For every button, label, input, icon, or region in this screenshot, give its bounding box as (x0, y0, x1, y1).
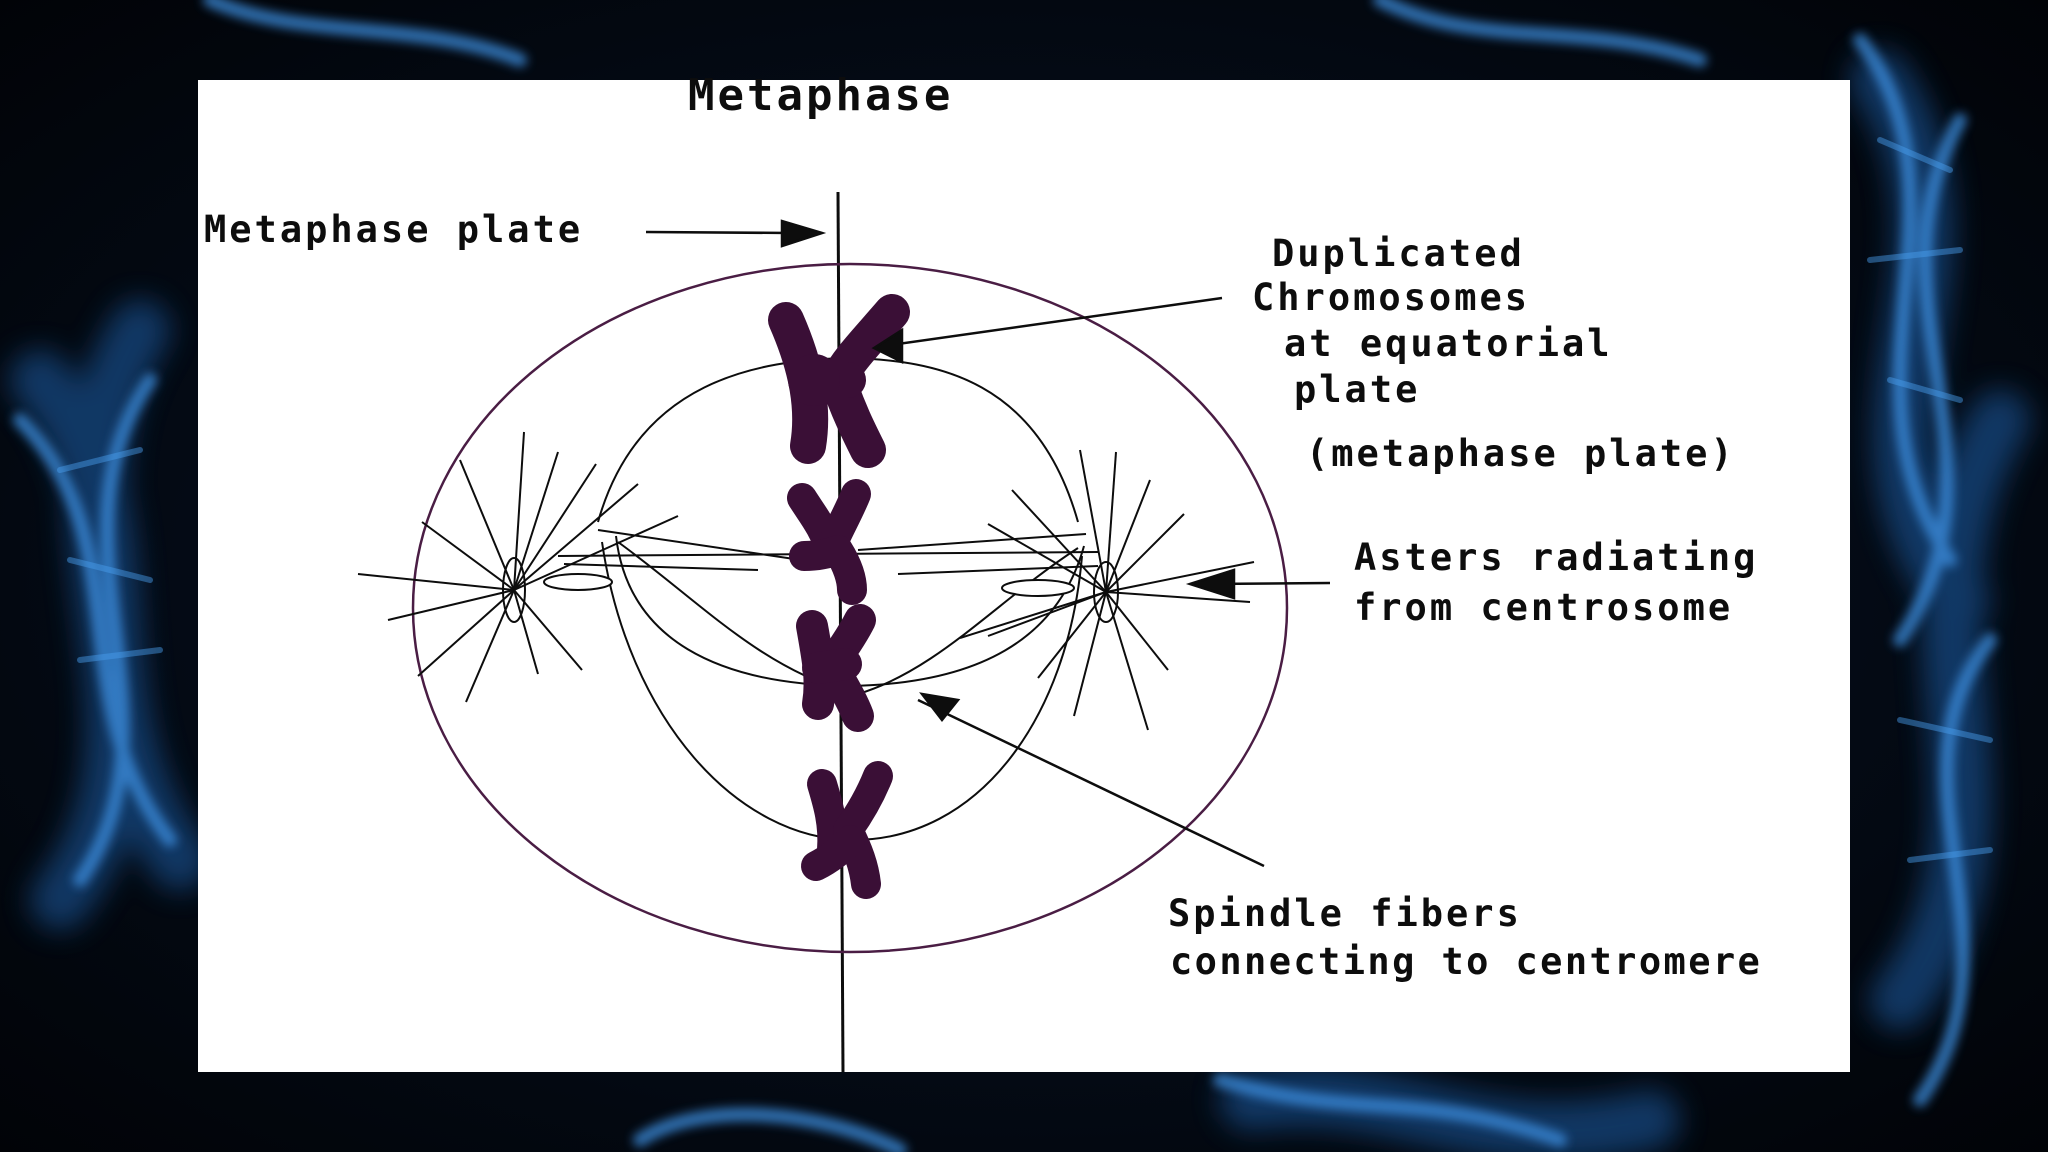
diagram-card: Metaphase Metaphase plate Duplicated Chr… (198, 74, 1850, 1072)
chromosome-4 (801, 761, 893, 899)
label-asters-line-2: from centrosome (1354, 586, 1734, 629)
label-spindle-line-2: connecting to centromere (1170, 940, 1763, 983)
label-chromosomes-line-2: Chromosomes (1252, 276, 1531, 319)
label-chromosomes-line-1: Duplicated (1272, 232, 1525, 275)
metaphase-diagram (357, 191, 1331, 1072)
arrowhead-chromosomes (871, 327, 904, 365)
label-chromosomes-line-5: (metaphase plate) (1306, 432, 1736, 475)
chromosome-2 (787, 479, 871, 605)
arrowhead-metaphase-plate (780, 219, 827, 248)
aster-left (357, 431, 679, 703)
spindle-fibers (557, 356, 1099, 842)
chromosome-1 (768, 294, 910, 468)
label-spindle-line-1: Spindle fibers (1168, 892, 1522, 935)
leader-lines (645, 219, 1331, 868)
label-chromosomes-line-3: at equatorial (1284, 322, 1613, 365)
label-chromosomes-line-4: plate (1294, 368, 1421, 411)
arrowhead-spindle-fibers (919, 692, 961, 723)
label-metaphase-plate: Metaphase plate (204, 208, 584, 251)
aster-right (959, 449, 1255, 731)
chromosome-3 (796, 604, 876, 732)
label-asters-line-1: Asters radiating (1354, 536, 1759, 579)
diagram-title: Metaphase (688, 70, 954, 121)
chromosomes (768, 294, 910, 899)
centriole-right (1001, 579, 1075, 597)
arrowhead-asters (1185, 568, 1236, 600)
centriole-left (543, 573, 613, 591)
cell-membrane (411, 262, 1289, 954)
